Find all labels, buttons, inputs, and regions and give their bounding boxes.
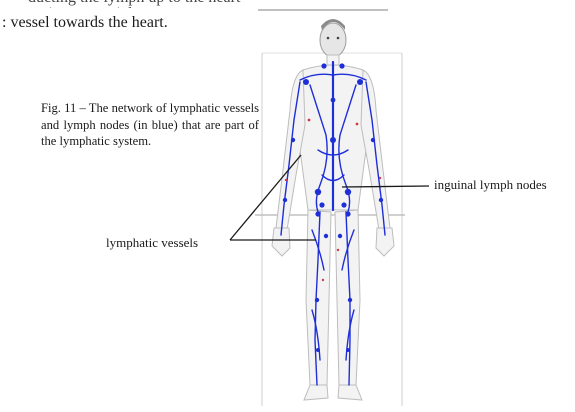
right-eye xyxy=(337,37,340,40)
right-foot xyxy=(338,385,362,400)
lymphatic-vessels-label: lymphatic vessels xyxy=(106,235,198,250)
head xyxy=(320,23,346,57)
left-foot xyxy=(304,385,328,400)
left-eye xyxy=(327,37,330,40)
inguinal-lymph-nodes-label: inguinal lymph nodes xyxy=(434,177,547,192)
